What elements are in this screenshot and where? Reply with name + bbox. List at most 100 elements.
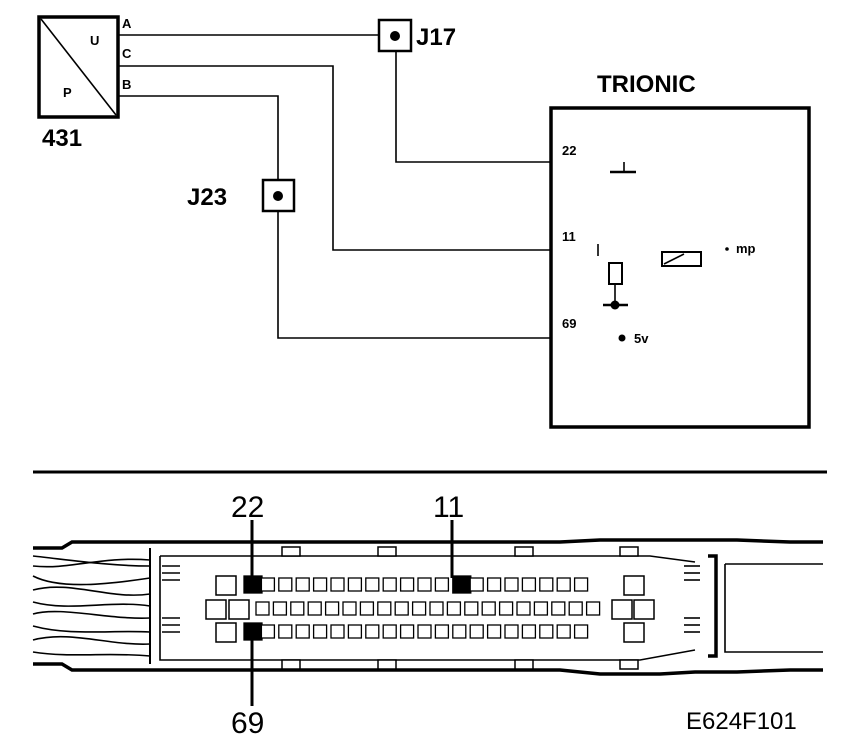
connector-pin xyxy=(278,624,293,639)
ecu-pin-11-label: 11 xyxy=(562,229,576,244)
connector-pin xyxy=(573,624,589,639)
connector-end-pin xyxy=(205,599,227,620)
connector-pin xyxy=(556,624,571,639)
connector-pin xyxy=(278,577,293,592)
connector-pin xyxy=(399,624,415,639)
connector-pin xyxy=(452,624,467,639)
connector-pin-rows xyxy=(243,575,601,641)
connector-pin xyxy=(377,601,392,616)
connector-pin xyxy=(486,624,502,639)
connector-pin xyxy=(307,601,322,616)
connector-pin xyxy=(260,624,276,639)
connector-pin xyxy=(469,624,484,639)
wire-j17-to-pin22 xyxy=(395,50,610,163)
connector-latch-inner xyxy=(724,564,823,653)
five-v-dot xyxy=(618,334,626,342)
connector-pin xyxy=(516,601,531,616)
connector-pin xyxy=(382,624,397,639)
connector-pin xyxy=(365,577,380,592)
connector-housing-top xyxy=(33,538,823,550)
ecu-pin-22-label: 22 xyxy=(562,143,576,158)
callout-11: 11 xyxy=(433,491,464,524)
sensor-pin-c-label: C xyxy=(122,46,132,61)
connector-pin xyxy=(585,601,601,616)
connector-ribs-left xyxy=(162,565,180,633)
connector-pin xyxy=(521,624,537,639)
wire-c-to-pin11 xyxy=(118,65,598,251)
connector-pin xyxy=(324,601,340,616)
wire-j23-to-pin69 xyxy=(277,212,620,339)
connector-pin xyxy=(539,624,554,639)
connector-pin xyxy=(486,577,502,592)
connector-pin xyxy=(312,624,328,639)
junction-j23-box xyxy=(261,178,296,213)
connector-pin xyxy=(469,577,484,592)
sensor-letter-u: U xyxy=(90,33,99,48)
connector-pin xyxy=(464,601,479,616)
connector-pin xyxy=(255,601,270,616)
wire-b-to-j23 xyxy=(118,95,279,180)
connector-pin-highlighted xyxy=(243,622,263,641)
connector-pin xyxy=(429,601,444,616)
five-v-label: 5v xyxy=(634,331,649,346)
connector-end-pin xyxy=(623,575,645,596)
junction-j23-dot xyxy=(273,191,283,201)
ecu-trionic: TRIONIC 22 11 69 5v mp xyxy=(549,71,811,429)
mp-dot xyxy=(725,247,729,251)
ad-converter-slash xyxy=(663,253,685,265)
ad-converter xyxy=(661,251,702,267)
junction-j23: J23 xyxy=(187,178,296,213)
junction-j23-label: J23 xyxy=(187,184,227,211)
connector-pin xyxy=(481,601,496,616)
connector-pin xyxy=(521,577,537,592)
connector-end-pin xyxy=(228,599,250,620)
connector-pin xyxy=(434,577,450,592)
connector-body-outline xyxy=(159,556,696,661)
connector-pin xyxy=(417,577,432,592)
connector-pin xyxy=(533,601,549,616)
figure-code: E624F101 xyxy=(686,708,797,735)
connector-pin xyxy=(260,577,276,592)
connector-view: 22 11 69 xyxy=(32,491,823,740)
connector-pin xyxy=(539,577,554,592)
callout-69: 69 xyxy=(231,707,264,740)
connector-pin-highlighted xyxy=(243,575,263,594)
junction-j17: J17 xyxy=(377,18,456,53)
connector-latch-outer xyxy=(708,554,718,658)
connector-pin xyxy=(434,624,450,639)
junction-j17-dot xyxy=(390,31,400,41)
ecu-box xyxy=(549,106,811,429)
connector-pin xyxy=(342,601,357,616)
connector-housing-bottom xyxy=(33,662,823,676)
connector-ribs-right xyxy=(684,565,700,633)
connector-end-pin xyxy=(623,622,645,643)
sensor-letter-p: P xyxy=(63,85,72,100)
callout-22: 22 xyxy=(231,491,264,524)
connector-pin xyxy=(382,577,397,592)
connector-pin xyxy=(295,577,310,592)
sensor-id: 431 xyxy=(42,125,82,152)
connector-pin xyxy=(573,577,589,592)
connector-pin xyxy=(417,624,432,639)
connector-pin xyxy=(290,601,305,616)
connector-pin xyxy=(330,624,345,639)
connector-end-pin xyxy=(215,575,237,596)
ecu-title: TRIONIC xyxy=(597,71,696,98)
ecu-pin-69-label: 69 xyxy=(562,316,576,331)
connector-end-pin xyxy=(611,599,633,620)
connector-pin xyxy=(359,601,375,616)
wire-bundle xyxy=(32,548,151,664)
sensor-pin-a-label: A xyxy=(122,16,132,31)
connector-pin xyxy=(394,601,409,616)
connector-pin xyxy=(399,577,415,592)
connector-pin xyxy=(312,577,328,592)
connector-pin xyxy=(411,601,427,616)
connector-pin xyxy=(568,601,583,616)
connector-pin xyxy=(347,577,363,592)
sensor-pin-b-label: B xyxy=(122,77,131,92)
connector-pin xyxy=(498,601,514,616)
connector-pin xyxy=(504,624,519,639)
connector-pin xyxy=(551,601,566,616)
connector-pin xyxy=(446,601,462,616)
